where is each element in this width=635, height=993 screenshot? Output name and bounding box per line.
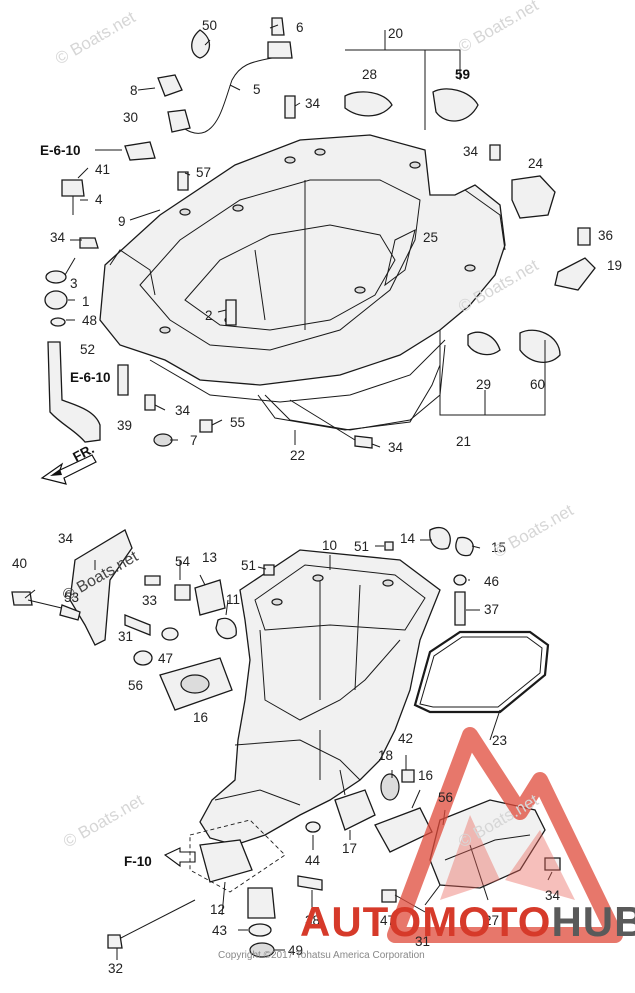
part-label: 6 <box>296 20 304 35</box>
ref-e610-top: E-6-10 <box>40 143 81 158</box>
part-label: 34 <box>388 440 404 455</box>
part-label: 16 <box>418 768 433 783</box>
part-label: 7 <box>190 433 198 448</box>
part-label: 3 <box>70 276 78 291</box>
part-label: 57 <box>196 165 211 180</box>
part-label: 5 <box>253 82 261 97</box>
part-label: 27 <box>484 913 499 928</box>
autohub-logo-mark <box>387 727 623 943</box>
part-label: 56 <box>438 790 453 805</box>
part-label: 13 <box>202 550 217 565</box>
part-label: 23 <box>492 733 507 748</box>
part-label: 51 <box>354 539 369 554</box>
part-label: 19 <box>607 258 622 273</box>
part-label: 34 <box>58 531 74 546</box>
lower-left-parts <box>11 526 474 711</box>
part-label: 49 <box>288 943 303 958</box>
part-label: 42 <box>398 731 413 746</box>
leader-lines <box>24 24 553 960</box>
part-label: 41 <box>95 162 110 177</box>
part-label: 40 <box>12 556 27 571</box>
part-label: 29 <box>476 377 491 392</box>
part-label: 24 <box>528 156 544 171</box>
part-label: 52 <box>80 342 95 357</box>
part-label: 17 <box>342 841 357 856</box>
part-label: 9 <box>118 214 126 229</box>
part-label: 28 <box>362 67 377 82</box>
part-label: 10 <box>322 538 337 553</box>
upper-left-parts <box>44 17 373 449</box>
part-label: 22 <box>290 448 305 463</box>
copyright-notice: Copyright ©2017 Tohatsu America Corporat… <box>218 950 425 961</box>
part-label: 59 <box>455 67 470 82</box>
part-label: 14 <box>400 531 416 546</box>
bottom-cowl <box>99 134 506 431</box>
part-label: 37 <box>484 602 499 617</box>
part-label: 54 <box>175 554 191 569</box>
part-label: 51 <box>241 558 256 573</box>
seal-22 <box>257 364 441 431</box>
part-label: 12 <box>210 902 225 917</box>
part-label: 44 <box>305 853 321 868</box>
part-label: 32 <box>108 961 123 976</box>
part-label: 34 <box>305 96 321 111</box>
part-label: 8 <box>130 83 138 98</box>
lower-casing <box>199 549 441 846</box>
part-label: 33 <box>142 593 157 608</box>
gasket-23 <box>413 630 550 714</box>
part-label: 25 <box>423 230 438 245</box>
part-label: 31 <box>415 934 430 949</box>
part-label: 47 <box>158 651 173 666</box>
part-label: 16 <box>193 710 208 725</box>
part-label: 11 <box>226 592 240 607</box>
part-label: 4 <box>95 192 103 207</box>
part-label: 20 <box>388 26 403 41</box>
part-label: 56 <box>128 678 143 693</box>
part-label: 55 <box>230 415 245 430</box>
part-label: 38 <box>305 913 320 928</box>
part-label: 60 <box>530 377 545 392</box>
part-label: 50 <box>202 18 217 33</box>
part-labels: 50 6 20 28 59 8 5 34 30 E-6-10 34 41 57 … <box>12 18 622 976</box>
part-label: 1 <box>82 294 90 309</box>
part-label: 39 <box>117 418 132 433</box>
part-label: 21 <box>456 434 471 449</box>
part-label: 36 <box>598 228 613 243</box>
part-label: 18 <box>378 748 393 763</box>
front-arrow <box>40 454 97 485</box>
part-label: 46 <box>484 574 499 589</box>
part-label: 34 <box>545 888 561 903</box>
part-label: 34 <box>463 144 479 159</box>
part-label: 34 <box>50 230 66 245</box>
autohub-logo-text: AUTOMOTOHUB <box>300 898 635 945</box>
part-label: 53 <box>64 590 79 605</box>
part-label: 48 <box>82 313 97 328</box>
part-label: 43 <box>212 923 227 938</box>
upper-right-parts <box>344 30 596 416</box>
ref-e610-mid: E-6-10 <box>70 370 111 385</box>
part-label: 2 <box>205 308 213 323</box>
part-label: 34 <box>175 403 191 418</box>
part-label: 30 <box>123 110 138 125</box>
lower-center-parts <box>107 730 346 958</box>
part-label: 47 <box>380 913 395 928</box>
part-label: 15 <box>491 540 506 555</box>
part-label: 31 <box>118 629 133 644</box>
ref-f10: F-10 <box>124 854 152 869</box>
